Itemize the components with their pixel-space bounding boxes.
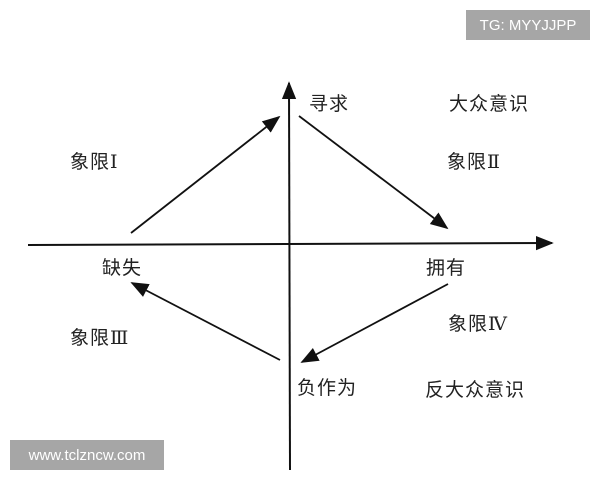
arrow-q3 xyxy=(130,282,281,361)
arrow-q2 xyxy=(298,115,449,230)
watermark-top: TG: MYYJJPP xyxy=(466,10,590,40)
x-axis-right-label: 拥有 xyxy=(426,257,467,279)
quadrant-3-label: 象限Ⅲ xyxy=(70,327,130,349)
watermark-bottom: www.tclzncw.com xyxy=(10,440,164,470)
quadrant-2-label: 象限Ⅱ xyxy=(447,151,501,173)
x-axis-left-label: 缺失 xyxy=(102,257,143,279)
arrow-q1 xyxy=(130,115,281,234)
y-axis-top-label: 寻求 xyxy=(309,93,350,115)
y-axis xyxy=(281,81,297,471)
y-axis-bottom-label: 负作为 xyxy=(297,377,358,399)
annotation-bottom-right: 反大众意识 xyxy=(425,379,526,401)
quadrant-4-label: 象限Ⅳ xyxy=(448,313,508,335)
arrow-q4 xyxy=(300,283,449,363)
annotation-top-right: 大众意识 xyxy=(449,93,530,115)
quadrant-1-label: 象限Ⅰ xyxy=(70,151,119,173)
